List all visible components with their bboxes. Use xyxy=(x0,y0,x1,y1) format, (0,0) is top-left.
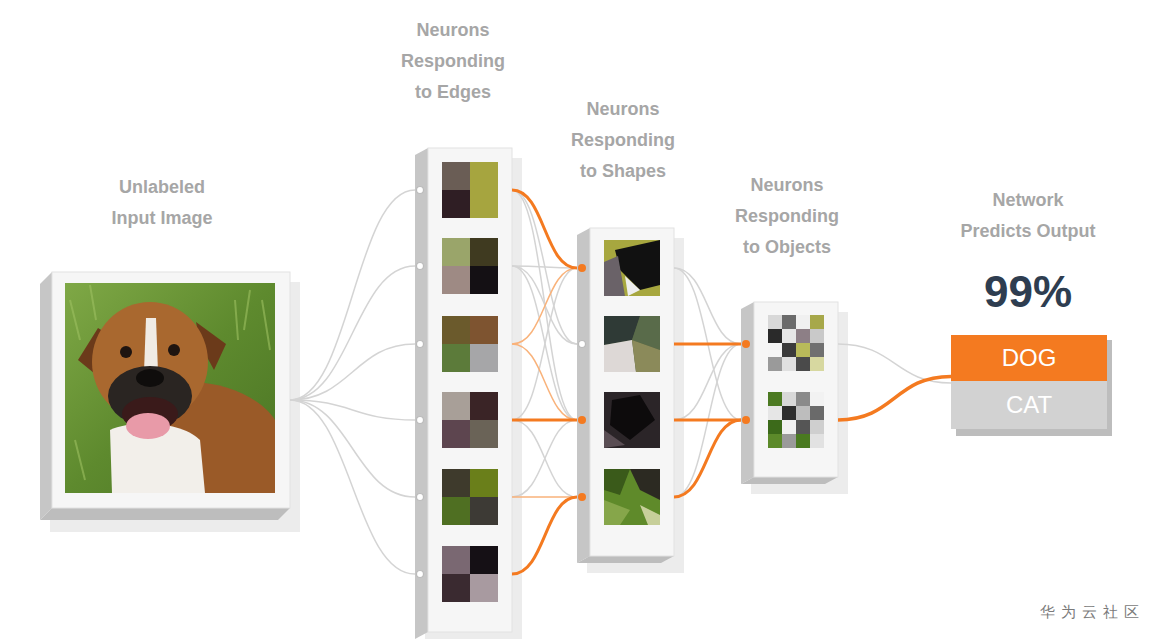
layer-heading: Neurons Responding to Edges xyxy=(393,15,513,108)
layer-heading: Network Predicts Output xyxy=(957,185,1099,247)
layer-connector xyxy=(838,376,951,420)
output-panel: Network Predicts Output 99% DOG CAT xyxy=(930,185,1126,435)
neuron-layer: Neurons Responding to Shapes xyxy=(577,228,674,556)
probability-value: 99% xyxy=(948,268,1108,316)
layer-connector xyxy=(290,400,415,420)
class-bar: CAT xyxy=(951,381,1107,429)
neuron-layer: Neurons Responding to Edges xyxy=(415,148,512,632)
layer-connector xyxy=(674,420,741,497)
neuron-layer: Neurons Responding to Objects xyxy=(741,302,838,477)
input-image-panel: Unlabeled Input Image xyxy=(40,272,290,517)
watermark: 华为云社区 xyxy=(1040,603,1145,622)
layer-connector xyxy=(512,190,577,268)
layer-heading: Neurons Responding to Objects xyxy=(727,170,847,263)
layer-heading: Neurons Responding to Shapes xyxy=(563,94,683,187)
class-bar: DOG xyxy=(951,335,1107,381)
class-label: DOG xyxy=(1002,344,1057,372)
layer-heading: Unlabeled Input Image xyxy=(102,172,222,234)
class-label: CAT xyxy=(1006,391,1052,419)
